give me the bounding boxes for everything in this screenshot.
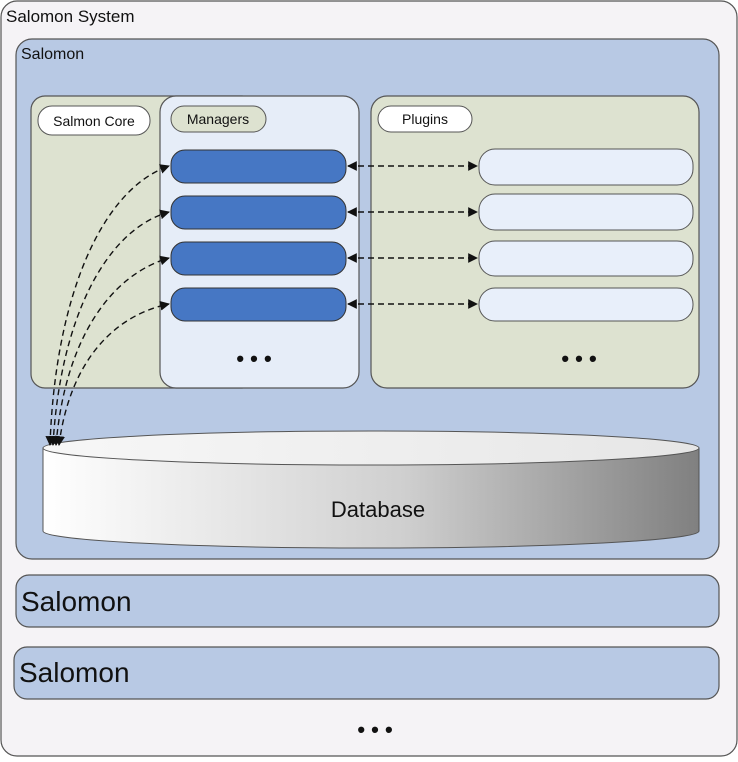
- system-more-ellipsis: • • •: [357, 717, 392, 742]
- database-cylinder: [42, 430, 700, 549]
- managers-label-pill: [170, 105, 267, 133]
- plugins-label-pill: [377, 105, 473, 133]
- database-manager-arrow: [55, 300, 170, 446]
- salomon-instance-title: Salomon: [21, 46, 84, 63]
- salomon-collapsed-box: [15, 574, 720, 628]
- plugin-item: [478, 148, 694, 186]
- salomon-collapsed-title: Salomon: [19, 657, 130, 688]
- salomon-system-title: Salomon System: [6, 7, 135, 26]
- core-label: Salmon Core: [53, 113, 135, 129]
- plugins-label: Plugins: [402, 111, 448, 127]
- plugin-item: [478, 240, 694, 277]
- managers-more-ellipsis: • • •: [236, 346, 271, 371]
- salomon-collapsed-box: [13, 646, 720, 700]
- core-label-pill: [37, 105, 151, 136]
- manager-item: [170, 195, 347, 230]
- database-top: [42, 430, 700, 466]
- plugins-more-ellipsis: • • •: [561, 346, 596, 371]
- salomon-collapsed-title: Salomon: [21, 586, 132, 617]
- database-body: [42, 447, 700, 549]
- manager-plugin-links: [347, 161, 478, 309]
- database-manager-links: [45, 164, 170, 446]
- plugin-item: [478, 287, 694, 322]
- plugin-item: [478, 193, 694, 231]
- manager-item: [170, 241, 347, 276]
- managers-label: Managers: [187, 111, 249, 127]
- manager-item: [170, 149, 347, 184]
- database-label: Database: [331, 497, 425, 522]
- manager-item: [170, 287, 347, 322]
